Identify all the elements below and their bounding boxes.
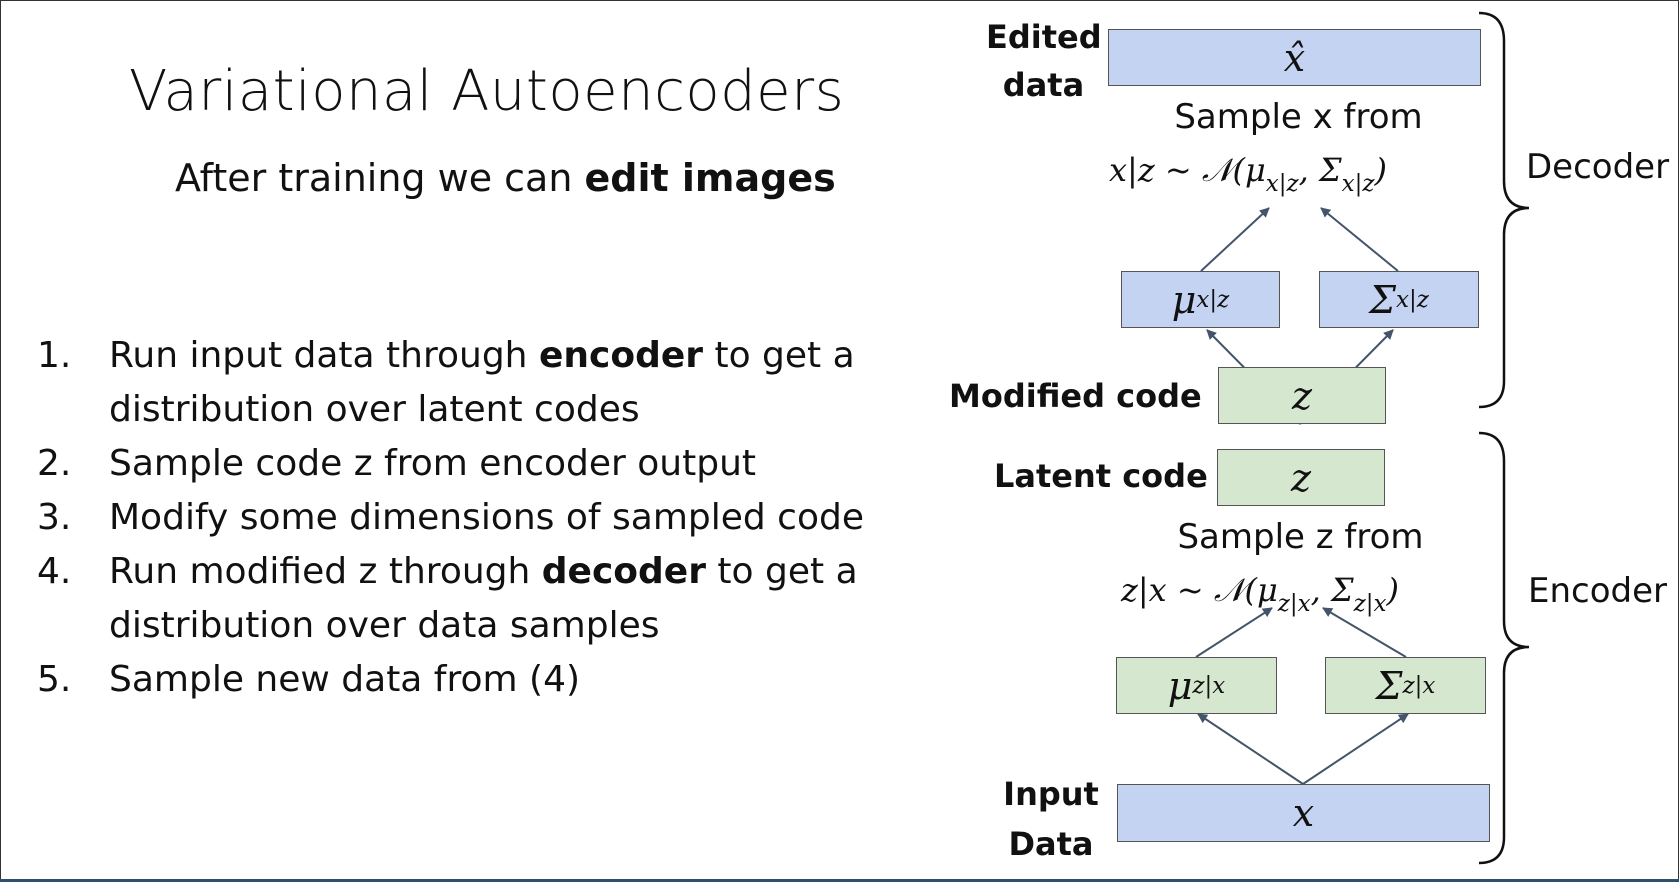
decoder-brace (1478, 11, 1530, 409)
mu-subscript: z|x (1277, 591, 1311, 617)
list-item: 1. Run input data through encoder to get … (37, 329, 939, 437)
mu-symbol: μ (1256, 571, 1278, 609)
slide-title: Variational Autoencoders (129, 59, 845, 124)
sigma-symbol: Σ (1318, 151, 1342, 189)
mu-symbol: μ (1244, 151, 1266, 189)
sigma-subscript: x|z (1396, 286, 1429, 313)
decoder-label: Decoder (1526, 147, 1670, 187)
x-hat-symbol: x̂ (1283, 35, 1306, 80)
list-item: 5. Sample new data from (4) (37, 653, 939, 707)
edited-data-label: Edited data (986, 13, 1102, 109)
arrow (1322, 607, 1407, 658)
step-text: Run input data through (109, 335, 539, 376)
step-keyword: encoder (538, 335, 704, 376)
encoder-brace (1478, 431, 1530, 865)
label-line: Edited (986, 18, 1102, 56)
modified-code-box: z (1218, 367, 1386, 424)
mu-subscript: z|x (1192, 672, 1226, 699)
latent-code-box: z (1217, 449, 1385, 506)
list-item: 3. Modify some dimensions of sampled code (37, 491, 939, 545)
mu-symbol: μ (1171, 277, 1197, 322)
x-symbol: x (1292, 791, 1315, 835)
input-data-box: x (1117, 784, 1490, 842)
mu-subscript: x|z (1265, 171, 1299, 197)
arrow (1195, 607, 1273, 658)
arrow (1197, 713, 1304, 785)
label-line: Data (1008, 825, 1094, 863)
label-line: Input (1003, 775, 1099, 813)
step-number: 4. (37, 551, 72, 592)
arrow (1200, 207, 1270, 272)
sigma-symbol: Σ (1369, 277, 1397, 322)
step-text: to get a distribution over data samples (109, 551, 858, 646)
step-text: Modify some dimensions of sampled code (109, 497, 864, 538)
step-text: Run modified z through (109, 551, 542, 592)
decoder-sample-text: Sample x from (1174, 97, 1423, 137)
step-number: 1. (37, 335, 72, 376)
slide-subtitle: After training we can edit images (175, 156, 836, 200)
encoder-formula: z|x ~ 𝒩(μz|x, Σz|x) (1121, 571, 1399, 617)
subtitle-bold: edit images (584, 156, 836, 200)
step-text: to get a distribution over latent codes (109, 335, 855, 430)
step-text: Sample new data from (4) (109, 659, 581, 700)
step-keyword: decoder (541, 551, 706, 592)
mu-symbol: μ (1167, 663, 1193, 708)
modified-code-label: Modified code (949, 377, 1202, 415)
sigma-subscript: x|z (1341, 171, 1375, 197)
encoder-sample-text: Sample z from (1177, 517, 1424, 557)
steps-list: 1. Run input data through encoder to get … (37, 329, 939, 707)
label-line: data (1002, 66, 1085, 104)
arrow (1320, 207, 1399, 272)
arrow (1302, 713, 1409, 785)
decoder-formula: x|z ~ 𝒩(μx|z, Σx|z) (1109, 151, 1387, 197)
formula-lhs: x|z ~ (1109, 151, 1202, 189)
step-text: Sample code z from encoder output (109, 443, 757, 484)
normal-symbol: 𝒩 (1201, 151, 1233, 189)
step-number: 3. (37, 497, 72, 538)
sigma-subscript: z|x (1353, 591, 1387, 617)
step-number: 2. (37, 443, 72, 484)
list-item: 2. Sample code z from encoder output (37, 437, 939, 491)
normal-symbol: 𝒩 (1213, 571, 1245, 609)
subtitle-prefix: After training we can (175, 156, 585, 200)
slide-bottom-rule (0, 879, 1679, 882)
formula-lhs: z|x ~ (1121, 571, 1214, 609)
encoder-label: Encoder (1528, 571, 1668, 611)
sigma-symbol: Σ (1375, 663, 1403, 708)
z-symbol: z (1291, 373, 1313, 418)
sigma-symbol: Σ (1330, 571, 1354, 609)
z-symbol: z (1290, 455, 1312, 500)
list-item: 4. Run modified z through decoder to get … (37, 545, 939, 653)
mu-subscript: x|z (1196, 286, 1230, 313)
edited-data-box: x̂ (1108, 29, 1481, 86)
sigma-subscript: z|x (1402, 672, 1436, 699)
latent-code-label: Latent code (994, 457, 1208, 495)
step-number: 5. (37, 659, 72, 700)
